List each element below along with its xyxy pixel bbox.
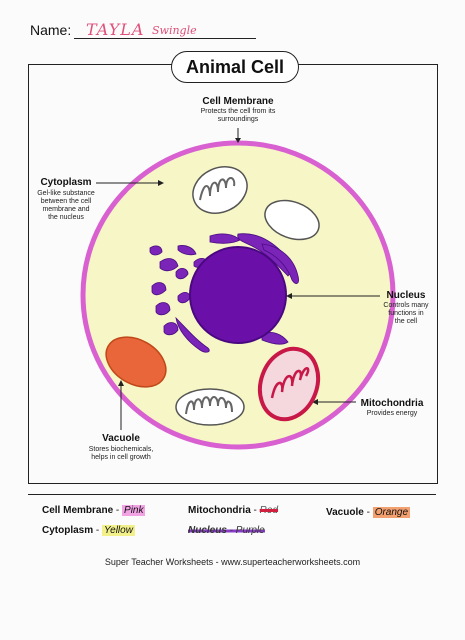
cell-membrane-label: Cell Membrane (202, 96, 274, 107)
student-first-name: TAYLA (86, 20, 145, 39)
vacuole-description: Stores biochemicals, helps in cell growt… (88, 446, 154, 461)
footer-credit: Super Teacher Worksheets - www.superteac… (104, 557, 361, 567)
mitochondria-description: Provides energy (366, 410, 418, 417)
page-title: Animal Cell (171, 51, 299, 83)
name-label: Name: (30, 22, 72, 38)
cytoplasm-label: Cytoplasm (40, 177, 92, 188)
key-cytoplasm: Cytoplasm - Yellow (42, 525, 135, 536)
cytoplasm-description: Gel-like substance between the cell memb… (37, 190, 95, 221)
mitochondrion-red (257, 346, 321, 422)
key-mitochondria: Mitochondria - Red (188, 505, 279, 516)
vacuole-label: Vacuole (102, 433, 140, 444)
mitochondrion-bottom (175, 388, 245, 426)
mitochondrion-top-left (192, 166, 248, 214)
nucleus-shape (189, 246, 287, 344)
endoplasmic-reticulum (149, 233, 299, 353)
name-line (74, 38, 256, 39)
vesicle-top-right (264, 199, 320, 241)
nucleus-label: Nucleus (386, 290, 426, 301)
vacuole-shape (105, 336, 167, 388)
student-last-name: Swingle (152, 24, 197, 37)
color-key-divider (28, 494, 436, 495)
key-cell-membrane: Cell Membrane - Pink (42, 505, 146, 516)
mitochondria-label: Mitochondria (360, 398, 424, 409)
key-nucleus: Nucleus - Purple (188, 525, 265, 536)
nucleus-description: Controls many functions in the cell (383, 302, 429, 325)
cell-membrane-description: Protects the cell from its surroundings (200, 108, 276, 123)
key-vacuole: Vacuole - Orange (326, 507, 411, 518)
